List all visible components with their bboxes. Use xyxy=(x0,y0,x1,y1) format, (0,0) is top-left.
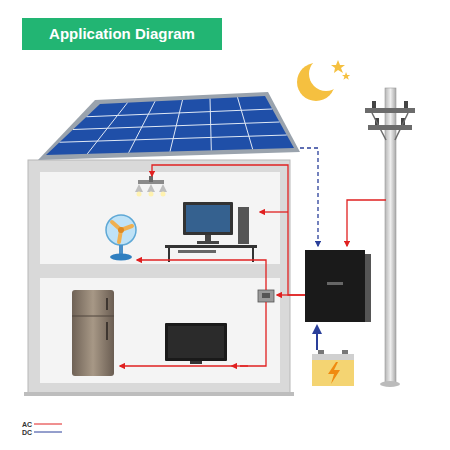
dc-wiring xyxy=(300,148,318,350)
breaker-box xyxy=(258,290,274,302)
refrigerator xyxy=(72,290,114,376)
panel-grid-line xyxy=(73,122,280,130)
solar-panel xyxy=(38,92,300,160)
title-banner xyxy=(22,18,222,50)
hybrid-inverter xyxy=(305,250,371,322)
legend-label: AC xyxy=(22,421,32,428)
panel-grid-line xyxy=(87,109,273,117)
legend-ac-line xyxy=(34,424,62,425)
legend-dc-line xyxy=(34,432,62,433)
diagram-title: Application Diagram xyxy=(22,18,222,50)
house xyxy=(24,160,294,396)
night-moon xyxy=(297,57,350,101)
electric-fan xyxy=(106,215,136,261)
television xyxy=(165,323,227,364)
battery xyxy=(312,350,354,386)
ac-wiring xyxy=(120,165,386,366)
ceiling-lamp xyxy=(135,176,167,197)
panel-grid-line xyxy=(60,135,287,142)
legend-label: DC xyxy=(22,429,32,436)
desk-computer xyxy=(165,202,257,262)
utility-pole xyxy=(365,88,415,387)
